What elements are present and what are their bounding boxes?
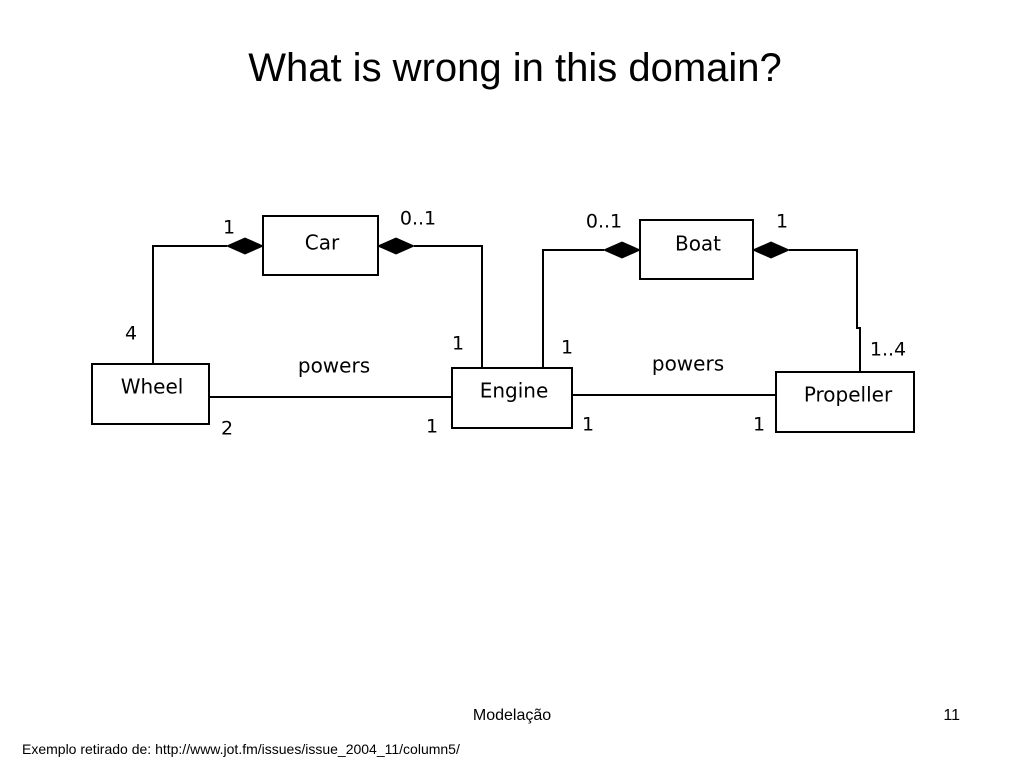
car-wheel-diamond [225, 237, 265, 255]
mult-car-wheel-whole: 1 [223, 217, 235, 239]
class-boat: Boat [639, 219, 754, 280]
class-wheel: Wheel [91, 363, 210, 425]
boat-propeller-diamond [751, 241, 791, 259]
mult-engine-powers-left: 1 [426, 416, 438, 438]
boat-engine-diamond [602, 241, 642, 259]
mult-propeller-powers: 1 [753, 414, 765, 436]
slide-number: 11 [943, 707, 960, 724]
class-car-label: Car [305, 231, 340, 255]
class-engine: Engine [451, 367, 573, 429]
class-propeller: Propeller [775, 371, 915, 433]
powers-label-right: powers [652, 352, 724, 376]
boat-engine-line [542, 249, 604, 368]
mult-boat-engine-part: 1 [561, 337, 573, 359]
slide-title: What is wrong in this domain? [248, 46, 782, 90]
car-engine-diamond [376, 237, 416, 255]
class-car: Car [262, 215, 379, 276]
mult-boat-propeller-part: 1..4 [870, 339, 906, 361]
boat-propeller-line [789, 249, 861, 372]
mult-engine-powers-right: 1 [582, 414, 594, 436]
mult-car-engine-part: 1 [452, 333, 464, 355]
class-wheel-label: Wheel [121, 375, 184, 399]
class-engine-label: Engine [480, 379, 549, 403]
slide-footer: Modelação [472, 707, 552, 724]
mult-car-engine-whole: 0..1 [400, 208, 436, 230]
class-boat-label: Boat [675, 232, 721, 256]
powers-label-left: powers [298, 354, 370, 378]
car-engine-line [414, 245, 483, 368]
class-propeller-label: Propeller [804, 383, 893, 407]
car-wheel-line [152, 245, 227, 364]
mult-boat-propeller-whole: 1 [776, 211, 788, 233]
mult-wheel-powers: 2 [221, 418, 233, 440]
mult-boat-engine-whole: 0..1 [586, 211, 622, 233]
mult-car-wheel-part: 4 [125, 323, 137, 345]
source-footnote: Exemplo retirado de: http://www.jot.fm/i… [22, 741, 460, 757]
